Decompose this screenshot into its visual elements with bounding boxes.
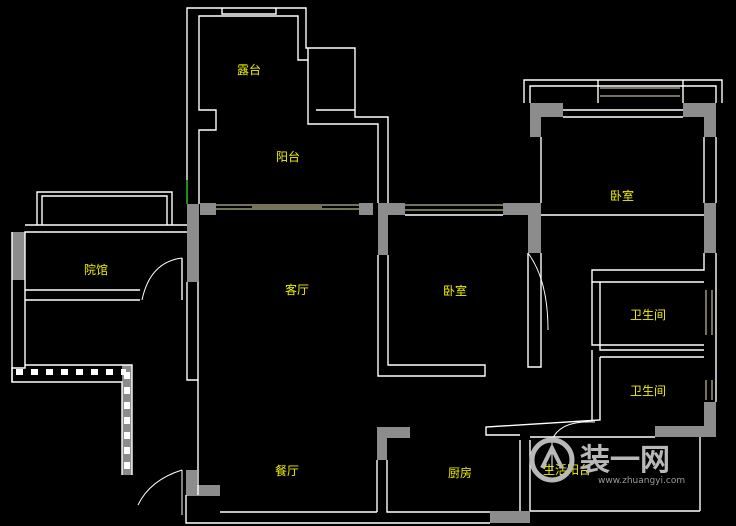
label-bathroom-lower: 卫生间 — [630, 384, 666, 398]
label-kitchen: 厨房 — [448, 465, 472, 480]
label-terrace: 露台 — [237, 62, 261, 77]
label-living-room: 客厅 — [285, 282, 309, 297]
label-bathroom-upper: 卫生间 — [630, 308, 666, 322]
label-bedroom-middle: 卧室 — [443, 283, 467, 298]
watermark: 装一网 www.zhuangyi.com — [529, 437, 685, 486]
doors — [137, 252, 596, 515]
watermark-logo-icon — [529, 437, 575, 483]
label-courtyard: 院馆 — [84, 262, 108, 277]
watermark-brand: 装一网 — [580, 443, 670, 478]
label-balcony: 阳台 — [276, 149, 300, 164]
label-dining-room: 餐厅 — [275, 463, 299, 478]
watermark-url: www.zhuangyi.com — [598, 476, 685, 486]
walls — [11, 7, 723, 524]
railing — [16, 369, 130, 470]
room-labels: 露台 阳台 院馆 客厅 卧室 卧室 卫生间 卫生间 餐厅 厨房 生活阳台 — [84, 62, 666, 480]
label-bedroom-right: 卧室 — [610, 188, 634, 203]
windows — [216, 87, 713, 400]
